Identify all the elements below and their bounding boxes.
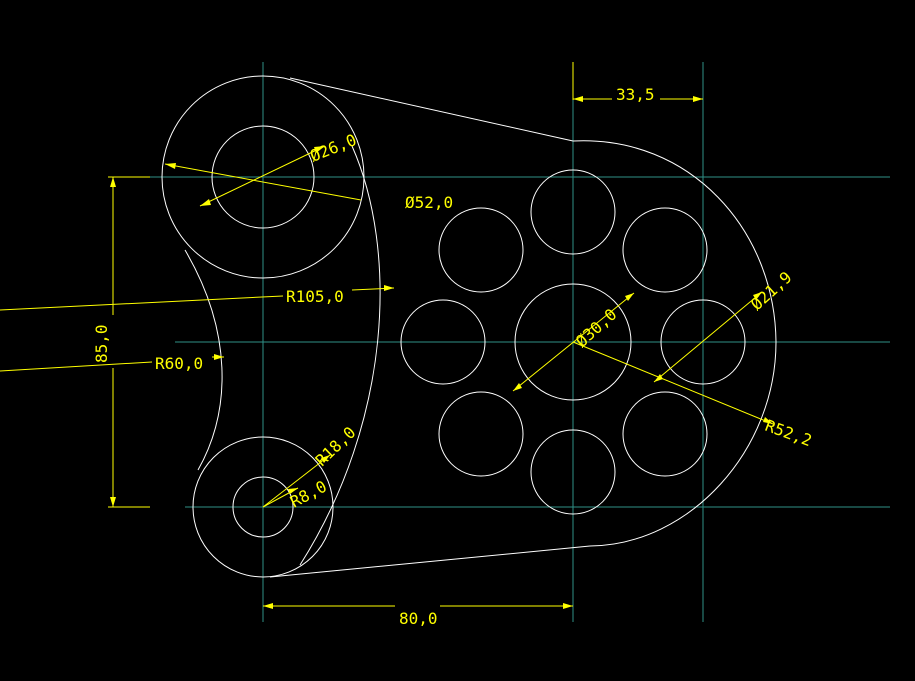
arrow-r60 — [214, 354, 224, 360]
dim-r522-leader — [572, 341, 774, 425]
dim-r522-text: R52,2 — [763, 416, 815, 450]
hole-bottom-left — [438, 391, 524, 477]
top-boss-hole-circle — [211, 125, 315, 229]
dim-85-text: 85,0 — [92, 324, 111, 363]
top-tangent-line — [289, 77, 574, 142]
center-hole-circle — [514, 283, 632, 401]
dim-r8-text: R8,0 — [287, 477, 330, 512]
arrow-85-bottom — [110, 497, 116, 507]
dim-r60-leader — [0, 361, 153, 372]
dim-r105-text: R105,0 — [286, 287, 344, 306]
dim-33-5-text: 33,5 — [616, 85, 655, 104]
dim-dia219-text: Ø21,9 — [747, 268, 796, 314]
arrow-33-5-right — [693, 96, 703, 102]
dim-r18-leader — [262, 454, 331, 508]
arrow-80-left — [263, 603, 273, 609]
hole-right — [660, 299, 746, 385]
dim-dia219-leader — [653, 291, 763, 383]
dimension-texts: 33,5 Ø26,0 Ø52,0 R105,0 85,0 R60,0 Ø30,0… — [92, 85, 814, 628]
arrow-dia30-bottom — [513, 383, 522, 391]
hole-bottom — [530, 429, 616, 515]
dimension-arrows — [110, 96, 773, 609]
hole-top-left — [438, 207, 524, 293]
bottom-boss-outer-circle — [192, 436, 334, 578]
arrow-dia26-left — [165, 163, 176, 169]
hole-left — [400, 299, 486, 385]
dim-r18-text: R18,0 — [312, 423, 360, 470]
r60-arc — [184, 249, 223, 471]
arrow-33-5-left — [573, 96, 583, 102]
dim-80-text: 80,0 — [399, 609, 438, 628]
arrow-dia52-left — [200, 199, 211, 206]
arrow-85-top — [110, 177, 116, 187]
dimension-lines — [0, 62, 774, 607]
dim-dia52-text: Ø52,0 — [405, 193, 453, 212]
hole-top — [530, 169, 616, 255]
dim-dia30-text: Ø30,0 — [572, 305, 621, 351]
arrow-r18 — [321, 455, 330, 463]
right-large-arc — [572, 140, 777, 547]
dim-r105-leader — [0, 295, 284, 311]
arrow-dia219-bottom — [654, 374, 663, 382]
arrow-80-right — [563, 603, 573, 609]
bottom-tangent-line — [269, 545, 591, 578]
arrow-r105 — [384, 285, 394, 291]
arrow-dia30-top — [625, 293, 634, 301]
hole-bottom-right — [622, 391, 708, 477]
hole-top-right — [622, 207, 708, 293]
dim-dia52-leader — [199, 145, 326, 207]
bottom-boss-hole-circle — [232, 476, 294, 538]
centerlines — [150, 62, 890, 622]
arrow-dia219-top — [753, 292, 762, 300]
dim-dia26-leader — [164, 163, 362, 201]
arrow-dia52-right — [314, 146, 325, 153]
arrow-r522 — [763, 417, 773, 424]
dim-dia26-text: Ø26,0 — [307, 130, 359, 166]
part-geometry — [161, 75, 777, 578]
arrow-r8 — [288, 488, 298, 494]
dim-r60-text: R60,0 — [155, 354, 203, 373]
r105-arc — [299, 145, 381, 566]
